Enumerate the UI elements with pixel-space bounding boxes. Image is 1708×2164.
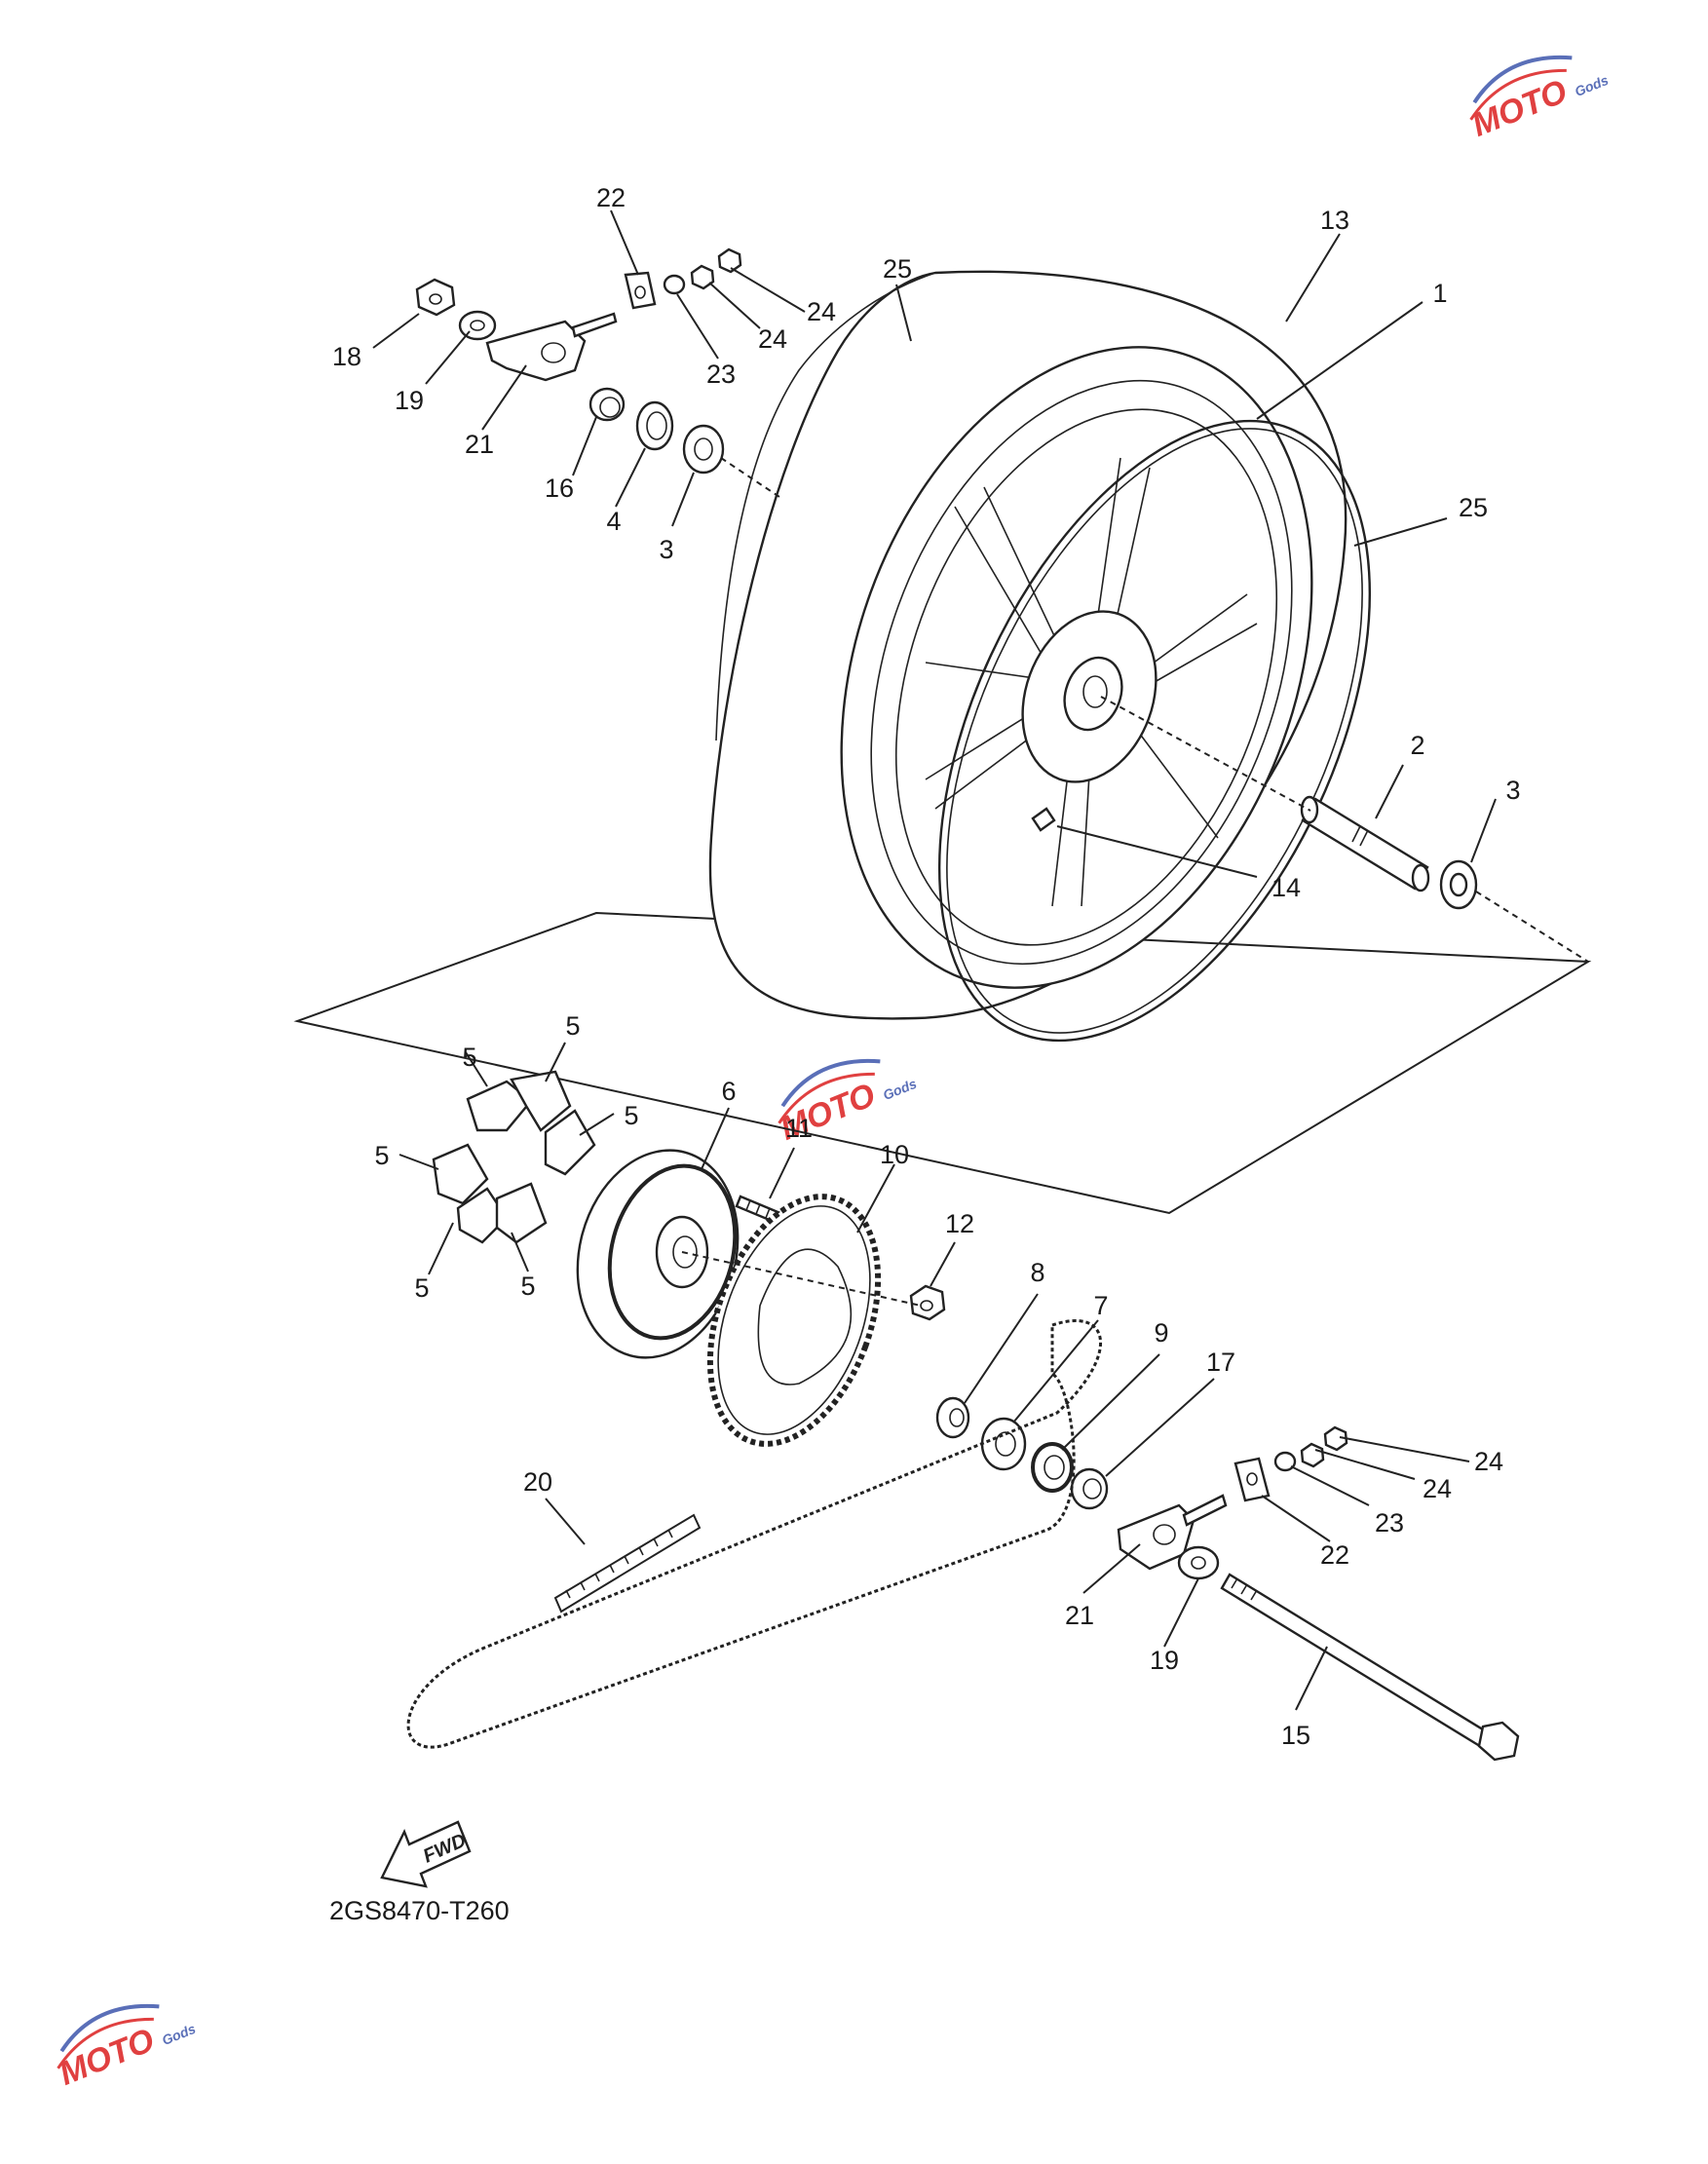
callout-14: 14 [1272, 873, 1301, 902]
callout-20: 20 [523, 1467, 552, 1497]
svg-text:MOTO: MOTO [54, 2022, 159, 2093]
callout-21: 21 [465, 430, 494, 459]
valve [1031, 807, 1056, 832]
callout-17: 17 [1206, 1348, 1235, 1377]
callout-7: 7 [1093, 1291, 1108, 1320]
nut-24-top-a [690, 264, 715, 290]
callout-24: 24 [807, 297, 836, 326]
nut-24-bottom-a [1300, 1442, 1325, 1468]
callout-8: 8 [1030, 1258, 1044, 1287]
adjuster-plate-22-top [624, 271, 657, 310]
callout-22: 22 [1320, 1540, 1349, 1570]
nut-18-top [415, 278, 456, 317]
chain-puller-21-bottom [1117, 1494, 1228, 1571]
nut-24-top-b [717, 247, 742, 274]
callout-22: 22 [596, 183, 626, 212]
fwd-arrow-icon: FWD [380, 1820, 472, 1888]
svg-text:Gods: Gods [881, 1076, 919, 1103]
callout-23: 23 [706, 360, 736, 389]
oil-seal-9 [1031, 1442, 1074, 1493]
callout-11: 11 [785, 1114, 813, 1143]
callout-25: 25 [883, 254, 912, 284]
callout-9: 9 [1154, 1318, 1168, 1348]
callout-21: 21 [1065, 1601, 1094, 1630]
callout-5: 5 [462, 1043, 476, 1072]
svg-text:Gods: Gods [160, 2021, 198, 2048]
bearing-7 [980, 1417, 1027, 1471]
watermark-logo-bottom-left: MOTO Gods [54, 2003, 198, 2093]
leader-lines [372, 209, 1497, 1711]
callout-19: 19 [395, 386, 424, 415]
callout-19: 19 [1150, 1646, 1179, 1675]
svg-text:MOTO: MOTO [1466, 73, 1572, 144]
collar-17 [1070, 1467, 1109, 1510]
callout-16: 16 [545, 474, 574, 503]
oil-seal-4 [635, 400, 674, 451]
callout-10: 10 [880, 1140, 909, 1169]
callout-15: 15 [1281, 1721, 1310, 1750]
bearing-right [1439, 859, 1478, 910]
axle-collar [1300, 795, 1430, 892]
washer-19-bottom [1177, 1545, 1220, 1580]
drive-chain [406, 1319, 1103, 1749]
washer-23-bottom [1273, 1451, 1297, 1472]
callout-5: 5 [520, 1272, 535, 1301]
callout-25: 25 [1459, 493, 1488, 522]
rear-wheel-assembly [708, 270, 1372, 1043]
collar-16 [588, 387, 626, 422]
callout-4: 4 [606, 507, 621, 536]
callout-5: 5 [624, 1101, 638, 1130]
callout-6: 6 [721, 1077, 736, 1106]
callout-3: 3 [659, 535, 673, 564]
callout-24: 24 [1474, 1447, 1503, 1476]
callout-5: 5 [374, 1141, 389, 1170]
chain-puller-21-top [485, 312, 618, 382]
callout-5: 5 [414, 1273, 429, 1303]
callout-24: 24 [1423, 1474, 1452, 1503]
watermark-logo-top-right: MOTO Gods [1466, 55, 1611, 144]
callout-3: 3 [1505, 776, 1520, 805]
bearing-3-top [682, 424, 725, 475]
nut-12 [909, 1284, 946, 1321]
adjuster-plate-22-bottom [1234, 1457, 1271, 1502]
rim-inner [870, 379, 1293, 966]
nut-24-bottom-b [1323, 1425, 1348, 1452]
washer-19-top [458, 310, 497, 341]
callout-24: 24 [758, 324, 787, 354]
callout-23: 23 [1375, 1508, 1404, 1538]
callout-12: 12 [945, 1209, 974, 1238]
svg-text:Gods: Gods [1573, 72, 1611, 99]
callout-5: 5 [565, 1011, 580, 1041]
callout-labels: 22 13 25 1 18 19 21 24 24 23 16 4 3 25 2… [332, 183, 1521, 1750]
sprocket [706, 1194, 882, 1447]
callout-1: 1 [1432, 279, 1447, 308]
washer-23-top [663, 274, 686, 295]
rear-axle [1220, 1573, 1520, 1762]
diagram-code: 2GS8470-T260 [329, 1896, 510, 1925]
damper-set [432, 1070, 596, 1244]
callout-13: 13 [1320, 206, 1349, 235]
assembly-boundary-box [293, 911, 1592, 1215]
collar-8 [935, 1396, 970, 1439]
callout-18: 18 [332, 342, 361, 371]
clutch-hub [576, 1149, 740, 1359]
callout-2: 2 [1410, 731, 1424, 760]
